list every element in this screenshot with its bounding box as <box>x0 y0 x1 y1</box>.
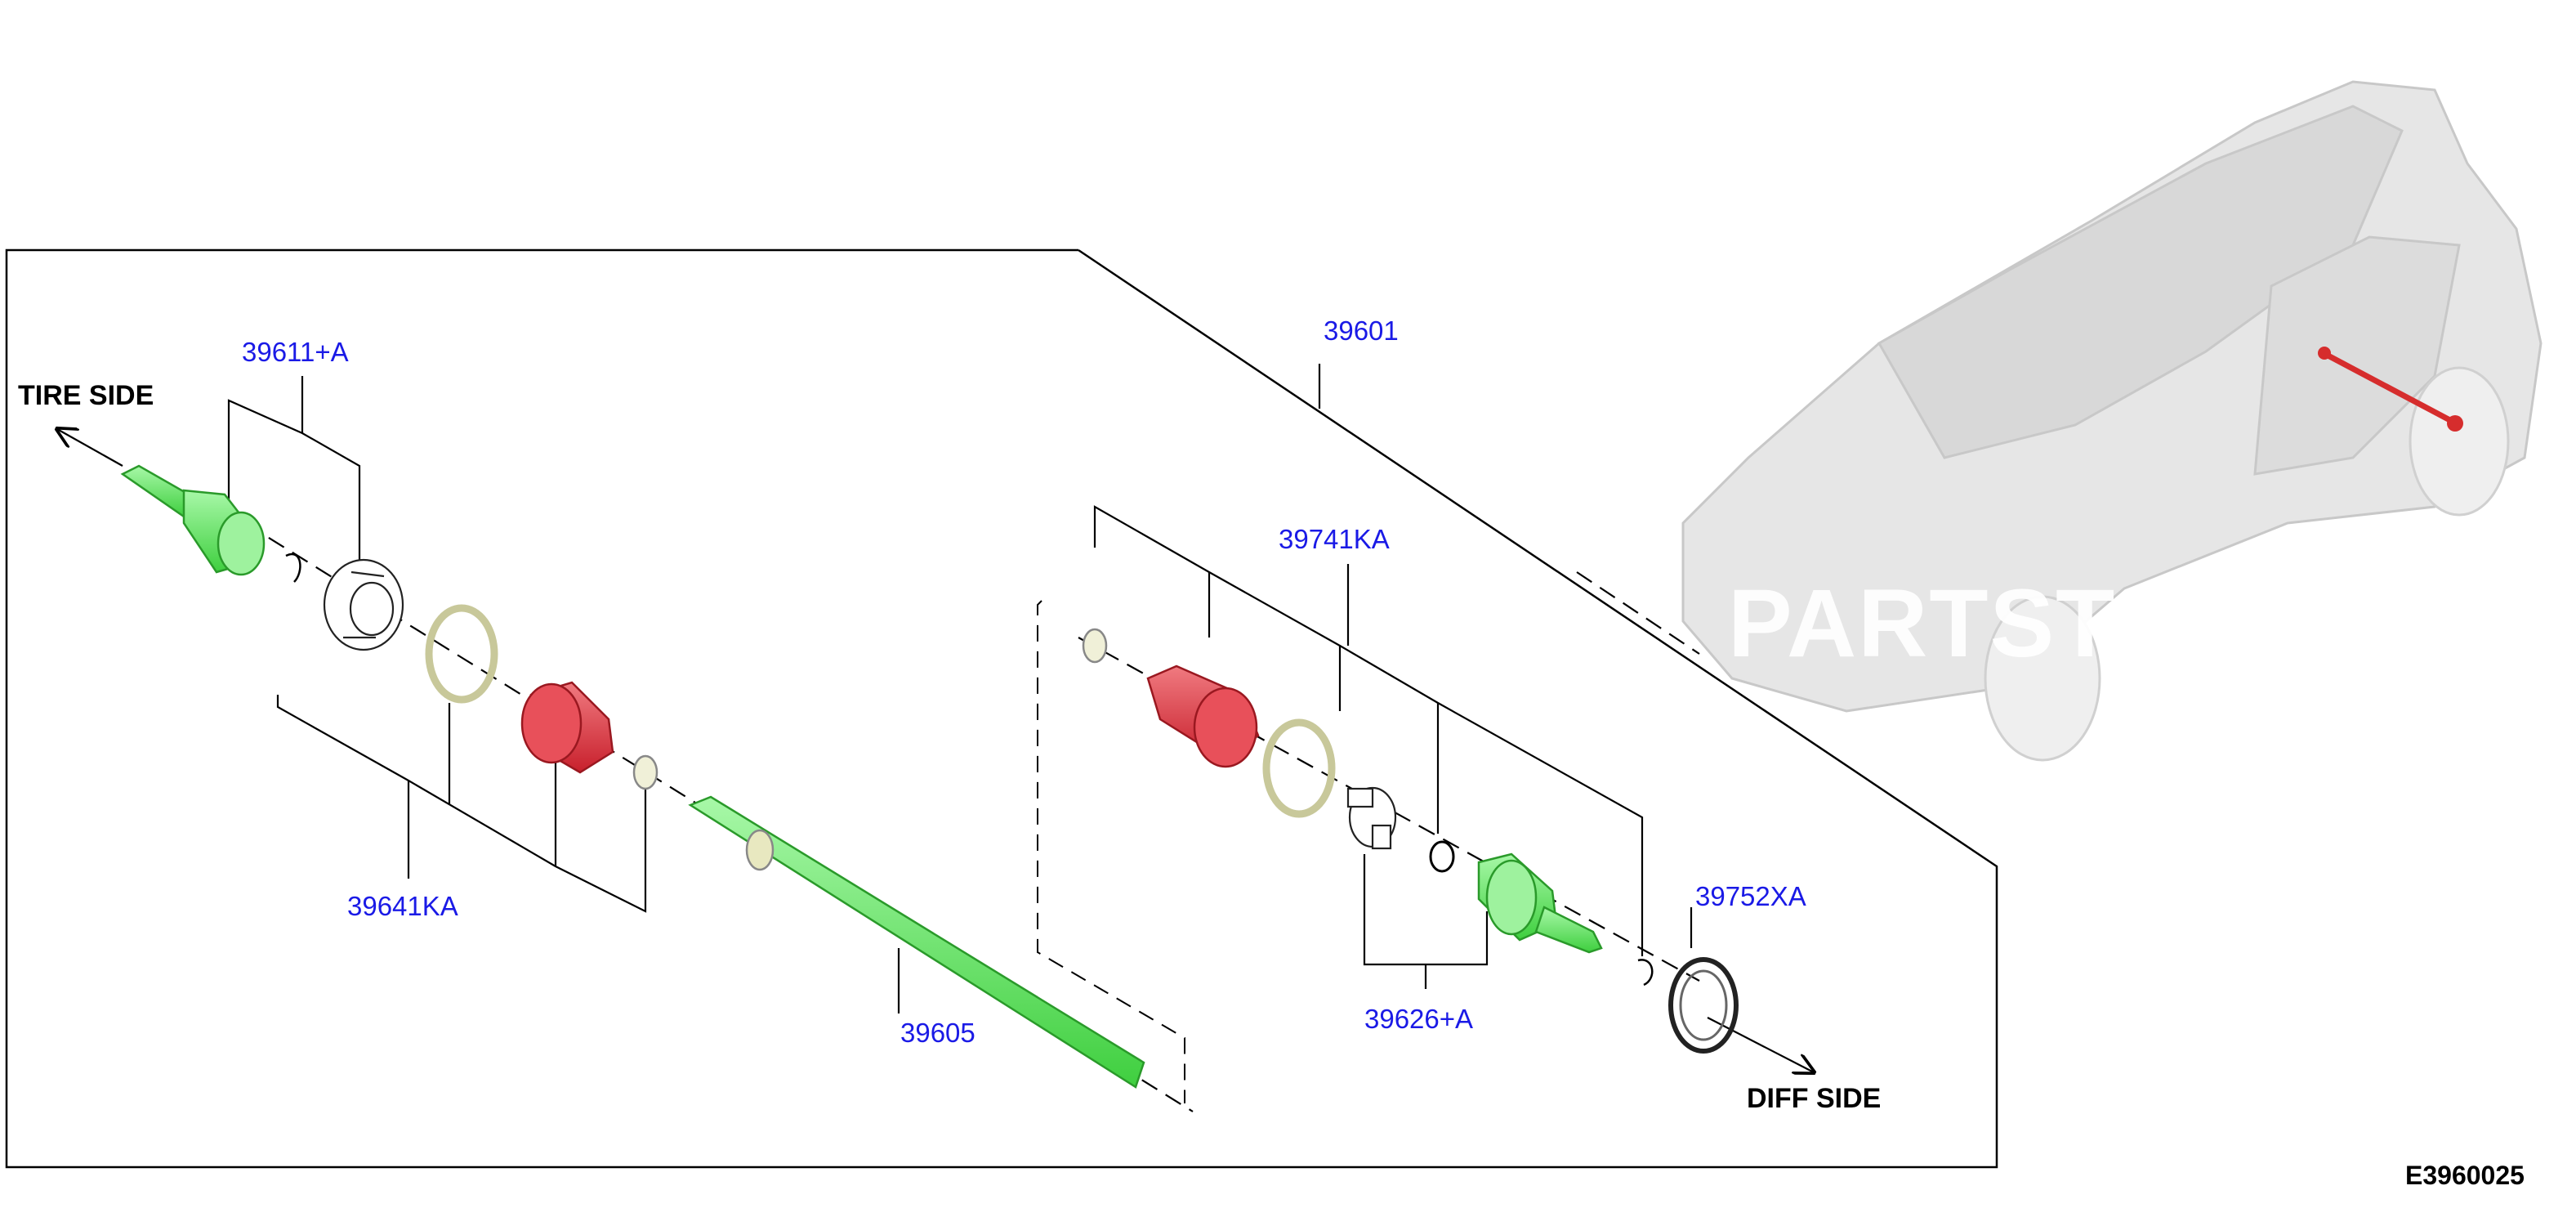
inner-joint-housing <box>1477 852 1603 954</box>
oil-seal-inner <box>1679 969 1728 1041</box>
callout-39752xa[interactable]: 39752XA <box>1695 881 1806 911</box>
diagram-frame <box>5 248 1998 1169</box>
callout-39741ka[interactable]: 39741KA <box>1279 524 1390 554</box>
watermark-text: PARTSTO <box>1728 570 2191 678</box>
diagram-code: E3960025 <box>2405 1161 2525 1190</box>
snap-ring-outer <box>285 553 301 583</box>
vehicle-illustration <box>1681 80 2543 762</box>
callout-39605[interactable]: 39605 <box>900 1018 975 1048</box>
outer-joint <box>120 464 266 576</box>
drive-shaft <box>688 795 1145 1089</box>
leader-lines <box>227 364 1693 1013</box>
diff-axis <box>1576 571 1700 655</box>
diff-side-arrow <box>1707 1017 1814 1072</box>
boot-band-small <box>632 754 659 790</box>
callout-39601[interactable]: 39601 <box>1324 315 1399 346</box>
callout-39611-a[interactable]: 39611+A <box>242 337 349 367</box>
callout-39641ka[interactable]: 39641KA <box>347 891 458 921</box>
oil-seal <box>1668 957 1739 1054</box>
tire-side-arrow <box>57 429 123 467</box>
boot-outer <box>520 681 614 774</box>
snap-ring-inner <box>1429 840 1455 873</box>
boot-band-inner-small <box>1082 628 1108 664</box>
boot-inner <box>1146 664 1260 768</box>
callout-39626-a[interactable]: 39626+A <box>1364 1004 1474 1034</box>
snap-ring-diff <box>1637 959 1654 987</box>
tripod-joint <box>1346 786 1397 850</box>
diff-side-label: DIFF SIDE <box>1747 1083 1882 1114</box>
tire-side-label: TIRE SIDE <box>18 380 154 411</box>
inner-joint-group-bracket <box>1037 600 1185 1103</box>
joint-cage <box>323 558 404 651</box>
boot-band-inner <box>1262 718 1336 818</box>
boot-band-outer <box>425 604 498 704</box>
